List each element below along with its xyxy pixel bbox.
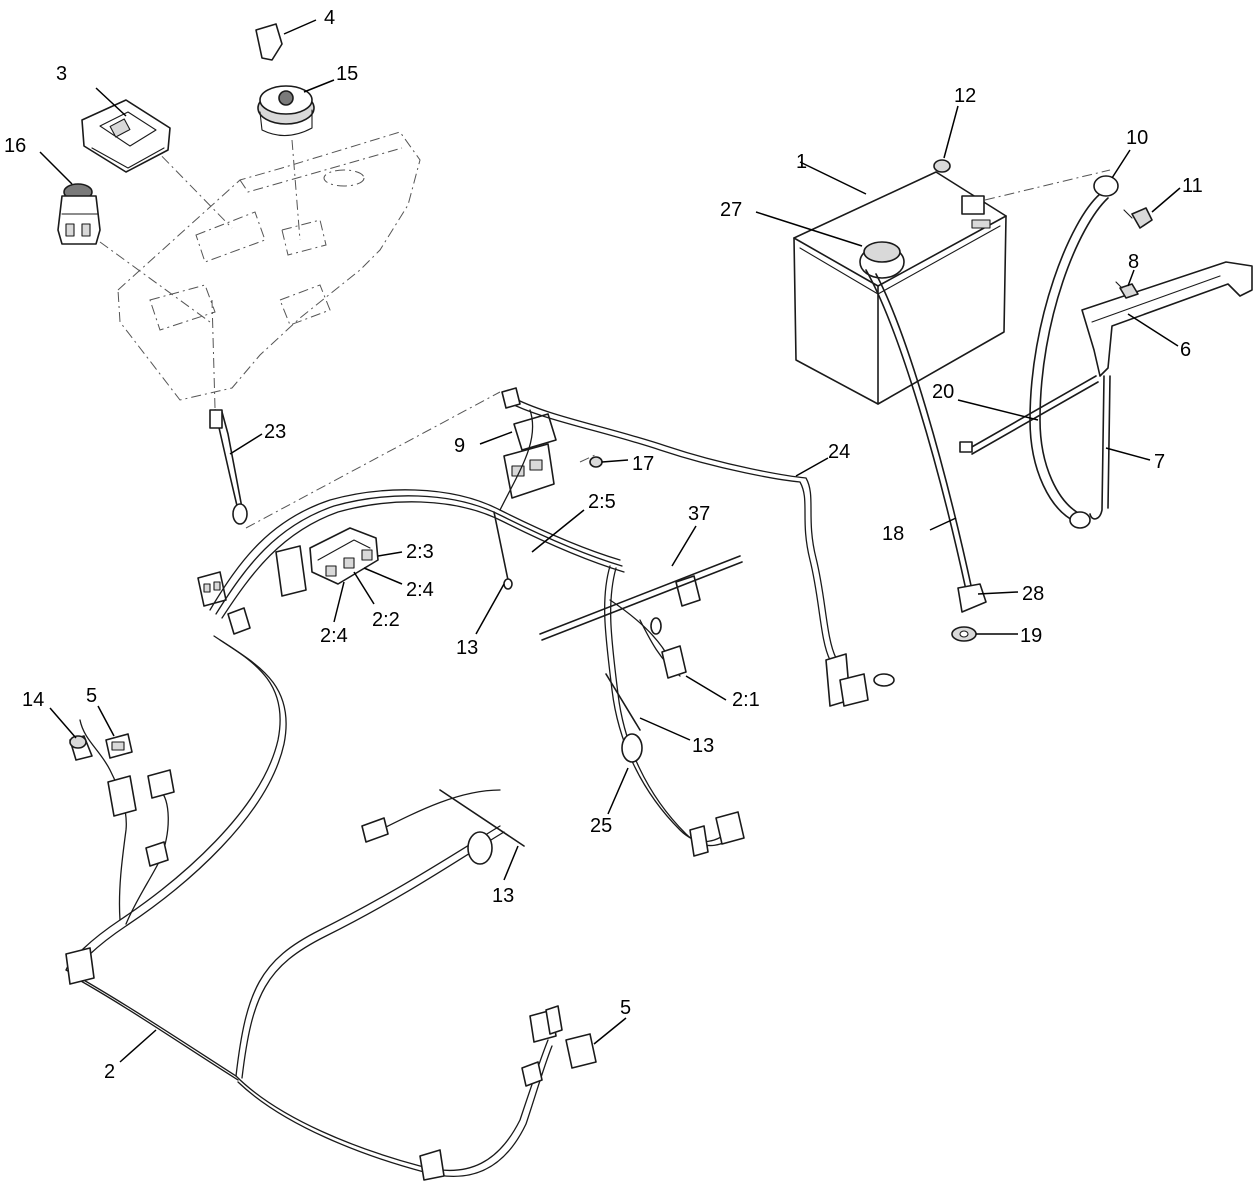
- callout-20: 20: [932, 381, 954, 403]
- switch-14-and-connector-5: [69, 733, 133, 761]
- callout-24: 24: [828, 441, 850, 463]
- callout-13b: 13: [692, 735, 714, 757]
- cable-tie-20: [959, 375, 1099, 455]
- callout-8: 8: [1128, 251, 1139, 273]
- callout-2-3: 2:3: [406, 541, 434, 563]
- cable-ties: [439, 511, 743, 847]
- callout-2-1: 2:1: [732, 689, 760, 711]
- connector-plug-left: [197, 571, 251, 635]
- callout-13a: 13: [456, 637, 478, 659]
- callout-5b: 5: [620, 997, 631, 1019]
- callout-28: 28: [1022, 583, 1044, 605]
- callout-27: 27: [720, 199, 742, 221]
- callout-19: 19: [1020, 625, 1042, 647]
- callout-2-2: 2:2: [372, 609, 400, 631]
- callout-labels: 1 2 2:1 2:2 2:3 2:4 2:4 2:5 3 4 5 5 6 7 …: [4, 7, 1203, 1083]
- ignition-key-and-switch: [255, 23, 315, 137]
- callout-25: 25: [590, 815, 612, 837]
- assembly-lines: [99, 139, 1111, 529]
- callout-37: 37: [688, 503, 710, 525]
- callout-1: 1: [796, 151, 807, 173]
- connector-5-lower: [545, 1005, 597, 1069]
- callout-3: 3: [56, 63, 67, 85]
- callout-10: 10: [1126, 127, 1148, 149]
- leader-lines: [39, 19, 1181, 1063]
- pto-switch: [57, 183, 101, 245]
- fuse-block: [275, 527, 379, 597]
- callout-15: 15: [336, 63, 358, 85]
- fuse-holder-23: [209, 409, 248, 525]
- callout-6: 6: [1180, 339, 1191, 361]
- relay: [503, 413, 603, 499]
- callout-17: 17: [632, 453, 654, 475]
- callout-2-5: 2:5: [588, 491, 616, 513]
- battery: [793, 159, 1007, 405]
- battery-hold-down: [1081, 261, 1253, 520]
- callout-7: 7: [1154, 451, 1165, 473]
- callout-16: 16: [4, 135, 26, 157]
- callout-2-4a: 2:4: [320, 625, 348, 647]
- main-harness: [65, 395, 837, 1177]
- negative-cable: [865, 269, 987, 642]
- callout-11: 11: [1182, 175, 1203, 197]
- callout-13c: 13: [492, 885, 514, 907]
- console-panel: [117, 131, 421, 401]
- callout-12: 12: [954, 85, 976, 107]
- display-module: [81, 99, 171, 173]
- callout-14: 14: [22, 689, 44, 711]
- callout-4: 4: [324, 7, 335, 29]
- callout-5a: 5: [86, 685, 97, 707]
- callout-23: 23: [264, 421, 286, 443]
- callout-18: 18: [882, 523, 904, 545]
- positive-cable: [1029, 175, 1153, 529]
- callout-9: 9: [454, 435, 465, 457]
- callout-2: 2: [104, 1061, 115, 1083]
- callout-2-4b: 2:4: [406, 579, 434, 601]
